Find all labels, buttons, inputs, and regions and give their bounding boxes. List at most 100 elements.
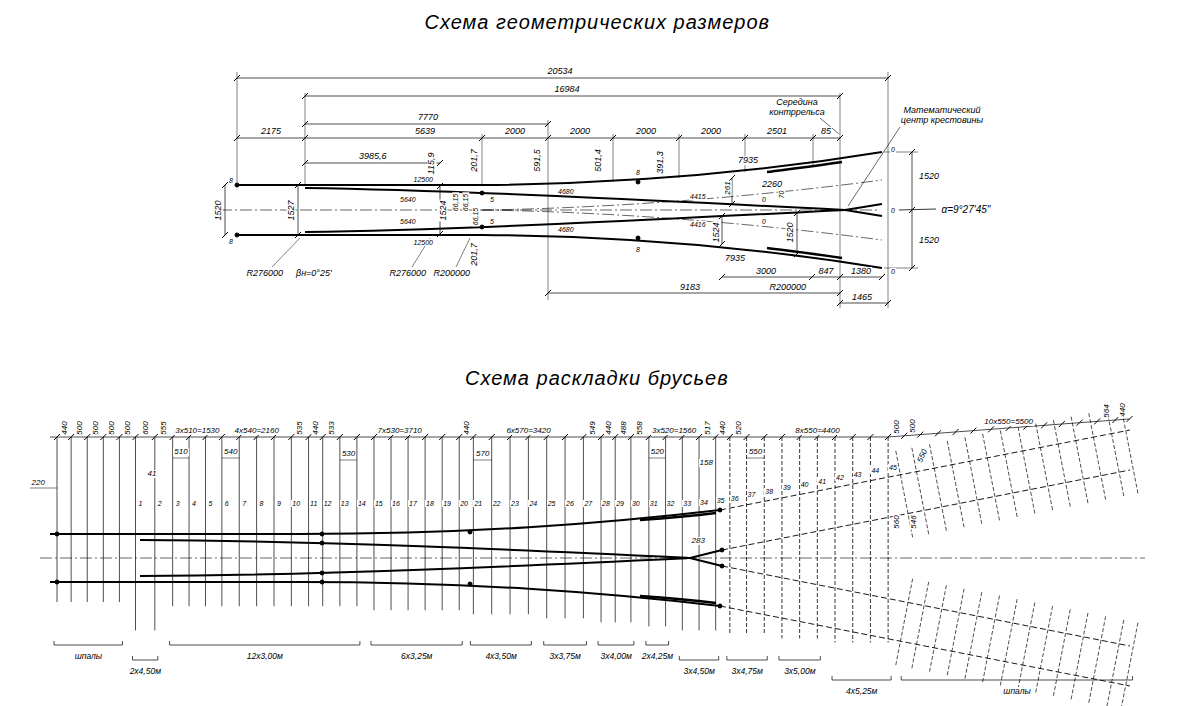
dimension-label: 8 (228, 177, 234, 184)
sleeper-group-label: 4х3,50м (484, 652, 517, 661)
spacing-label: 558 (636, 420, 644, 435)
dimension-tick (437, 160, 443, 166)
sleeper-line (930, 444, 947, 530)
bar-line (339, 437, 340, 606)
sleeper-number: 29 (615, 500, 625, 507)
bar-line (273, 437, 274, 606)
spacing-label: 520 (734, 420, 742, 435)
dimension-label: 16984 (554, 85, 581, 94)
dimension-tick (1041, 422, 1047, 428)
sleeper-line (930, 585, 947, 671)
bar-line (781, 437, 782, 638)
rail-joint (55, 580, 59, 584)
rail-joint (235, 183, 239, 187)
sleeper-number: 35 (716, 497, 726, 504)
dimension-line (298, 185, 299, 235)
sleeper-number: 39 (782, 484, 792, 491)
rail-line (50, 582, 720, 606)
dimension-label: 283 (691, 537, 706, 545)
dimension-tick (917, 432, 923, 438)
sleeper-number: 11 (309, 500, 318, 507)
group-bracket (598, 641, 634, 645)
dimension-label: 0 (890, 268, 896, 275)
center-line (220, 210, 880, 211)
rail-joint (235, 233, 239, 237)
guard-rail (640, 596, 716, 603)
sleeper-number: 6 (224, 500, 230, 507)
group-bracket (779, 656, 820, 660)
bar-line (473, 437, 474, 614)
bar-line (373, 437, 374, 610)
dimension-line (722, 277, 812, 278)
bar-line (583, 437, 584, 618)
dimension-label: 510 (173, 448, 188, 456)
spacing-label: 3х510=1530 (174, 427, 220, 435)
sleeper-number: 44 (870, 467, 880, 474)
sleeper-number: 8 (259, 500, 265, 507)
sleeper-line (1107, 410, 1124, 496)
dimension-label: 158 (699, 459, 714, 467)
bar-line (729, 437, 730, 634)
dimension-line (305, 124, 548, 125)
rail-line (722, 566, 1130, 646)
sleeper-number: 42 (835, 474, 845, 481)
rail-joint (718, 604, 722, 608)
sleeper-number: 40 (800, 481, 810, 488)
rail-joint (480, 225, 484, 229)
dimension-label: R276000 (389, 269, 428, 278)
sleeper-line (87, 437, 88, 602)
sleeper-group-label: 12х3,00м (246, 652, 284, 661)
sleeper-number: 43 (853, 471, 863, 478)
sleeper-line (1053, 420, 1070, 506)
sleeper-number: 31 (649, 500, 659, 507)
bar-line (239, 437, 240, 606)
sleeper-number: 45 (888, 464, 898, 471)
dimension-label: 2000 (569, 127, 591, 136)
spacing-label: 488 (619, 420, 627, 435)
sleeper-line (57, 437, 58, 602)
bar-line (764, 437, 765, 634)
dimension-label: 1520 (786, 221, 795, 243)
dimension-label: 1380 (850, 267, 872, 276)
dimension-label: 5 (489, 218, 495, 225)
rail-line (50, 510, 720, 534)
sleeper-group-label: 3х5,00м (783, 667, 816, 676)
sleeper-line (1107, 620, 1124, 706)
rail-joint (480, 191, 484, 195)
dimension-tick (479, 135, 485, 141)
dimension-label: 847 (818, 267, 835, 276)
rail-joint (320, 580, 324, 584)
group-bracket (54, 641, 122, 645)
sleeper-number: 5 (207, 500, 213, 507)
spacing-label: 440 (719, 420, 727, 435)
dimension-label: 20534 (547, 67, 574, 76)
sleeper-line (1071, 613, 1088, 699)
sleeper-line (1018, 603, 1035, 689)
dimension-line (340, 460, 357, 461)
note-label: Середина контррельса (764, 98, 830, 118)
bar-line (308, 437, 309, 606)
sleeper-group-label: 4х5,25м (845, 687, 878, 696)
group-bracket (832, 676, 891, 680)
rail-joint (320, 571, 324, 575)
dimension-label: 546 (909, 514, 917, 529)
dimension-label: 540 (223, 448, 238, 456)
sleeper-group-label: 3х4,00м (599, 652, 632, 661)
dimension-tick (809, 274, 815, 280)
dimension-label: 12500 (413, 176, 434, 183)
dimension-tick (879, 274, 885, 280)
dimension-tick (545, 121, 551, 127)
dimension-tick (1059, 421, 1065, 427)
dimension-line (840, 303, 888, 304)
guard-rail (767, 162, 842, 172)
drawing-lines (30, 72, 1145, 706)
sleeper-line (947, 589, 964, 675)
dimension-label: 70 (778, 189, 785, 199)
sleeper-number: 7 (241, 500, 247, 507)
dimension-line (237, 78, 888, 79)
bar-line (546, 437, 547, 618)
dimension-label: 1520 (918, 172, 940, 181)
spacing-label: 533 (327, 420, 335, 435)
dimension-tick (953, 429, 959, 435)
spacing-label: 549 (588, 420, 596, 435)
